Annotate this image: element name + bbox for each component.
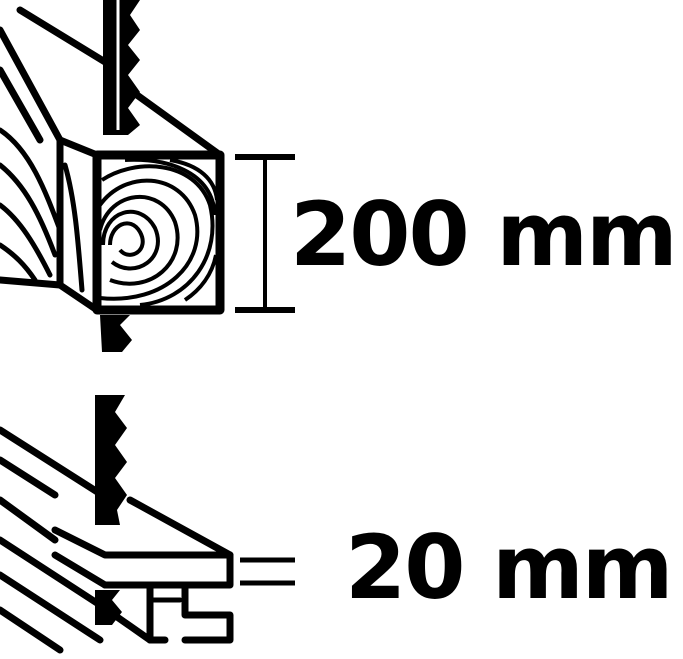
max-metal-thickness-label: 20 mm xyxy=(345,516,673,619)
jigsaw-blade-top-icon xyxy=(100,0,140,352)
dimension-lines-200 xyxy=(235,154,295,313)
dimension-lines-20 xyxy=(240,557,295,586)
wood-end-grain-icon xyxy=(98,157,219,307)
metal-profile-icon xyxy=(0,426,234,654)
max-wood-thickness-label: 200 mm xyxy=(290,183,678,286)
jigsaw-blade-bottom-icon xyxy=(95,395,127,625)
wood-beam-icon xyxy=(0,6,225,315)
